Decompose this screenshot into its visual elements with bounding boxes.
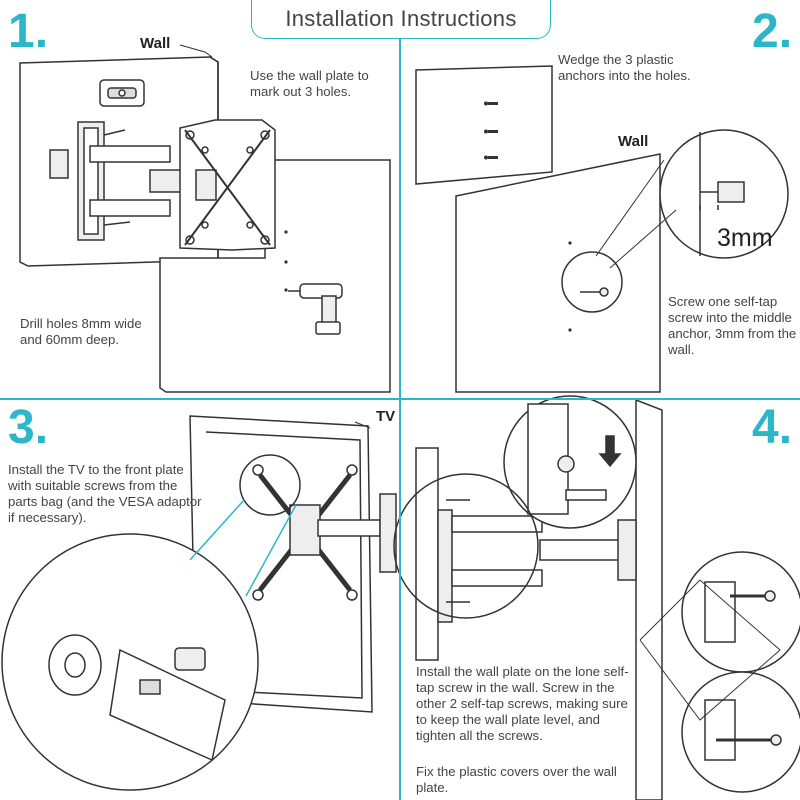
step2-text-anchors: Wedge the 3 plastic anchors into the hol… (558, 52, 691, 83)
step1-drill-marks (284, 230, 288, 292)
vertical-divider (399, 38, 401, 800)
step1-text-mark: Use the wall plate to mark out 3 holes. (250, 68, 369, 99)
step2-anchors (484, 101, 498, 160)
horizontal-divider (0, 398, 800, 400)
step4-arm (437, 509, 637, 623)
step4-tv-edge (635, 398, 663, 800)
step1-text-drill: Drill holes 8mm wide and 60mm deep. (20, 316, 142, 347)
step2-wall-lower (455, 153, 661, 393)
step4-text-install: Install the wall plate on the lone self-… (416, 664, 629, 743)
step4-wall (415, 447, 439, 661)
step4-number: 4. (752, 401, 793, 454)
step3-zoom-circle-large (1, 533, 259, 791)
step3-tv-label: TV (376, 408, 396, 425)
step1-drill-icon (288, 283, 343, 335)
step1-level-icon (99, 79, 145, 107)
step4-screws (446, 499, 470, 603)
step1-tv-plate (179, 119, 276, 251)
step3-text: Install the TV to the front plate with s… (8, 462, 202, 525)
step3-zoom-circle-small (239, 454, 301, 516)
step3-number: 3. (8, 401, 49, 454)
step1-number: 1. (8, 5, 49, 58)
step4-zoom-circle-top (503, 395, 637, 529)
step2-text-screw: Screw one self-tap screw into the middle… (668, 294, 797, 357)
step2-wall-label: Wall (618, 133, 649, 150)
step4-zoom-circle-bottom-right-bottom (681, 671, 800, 793)
step2-zoom-circle-small (561, 251, 623, 313)
step2-zoom-circle-large (659, 129, 789, 259)
step4-zoom-circle-bottom-right-top (681, 551, 800, 673)
step2-number: 2. (752, 5, 793, 58)
step3-mount (252, 464, 397, 601)
step4-text-covers: Fix the plastic covers over the wall pla… (416, 764, 617, 795)
step2-wall-upper (415, 65, 553, 185)
page-title: Installation Instructions (251, 0, 551, 39)
step1-wall-label: Wall (140, 35, 171, 52)
step2-measure-label: 3mm (717, 224, 773, 252)
step4-zoom-circle-mid (393, 473, 539, 619)
